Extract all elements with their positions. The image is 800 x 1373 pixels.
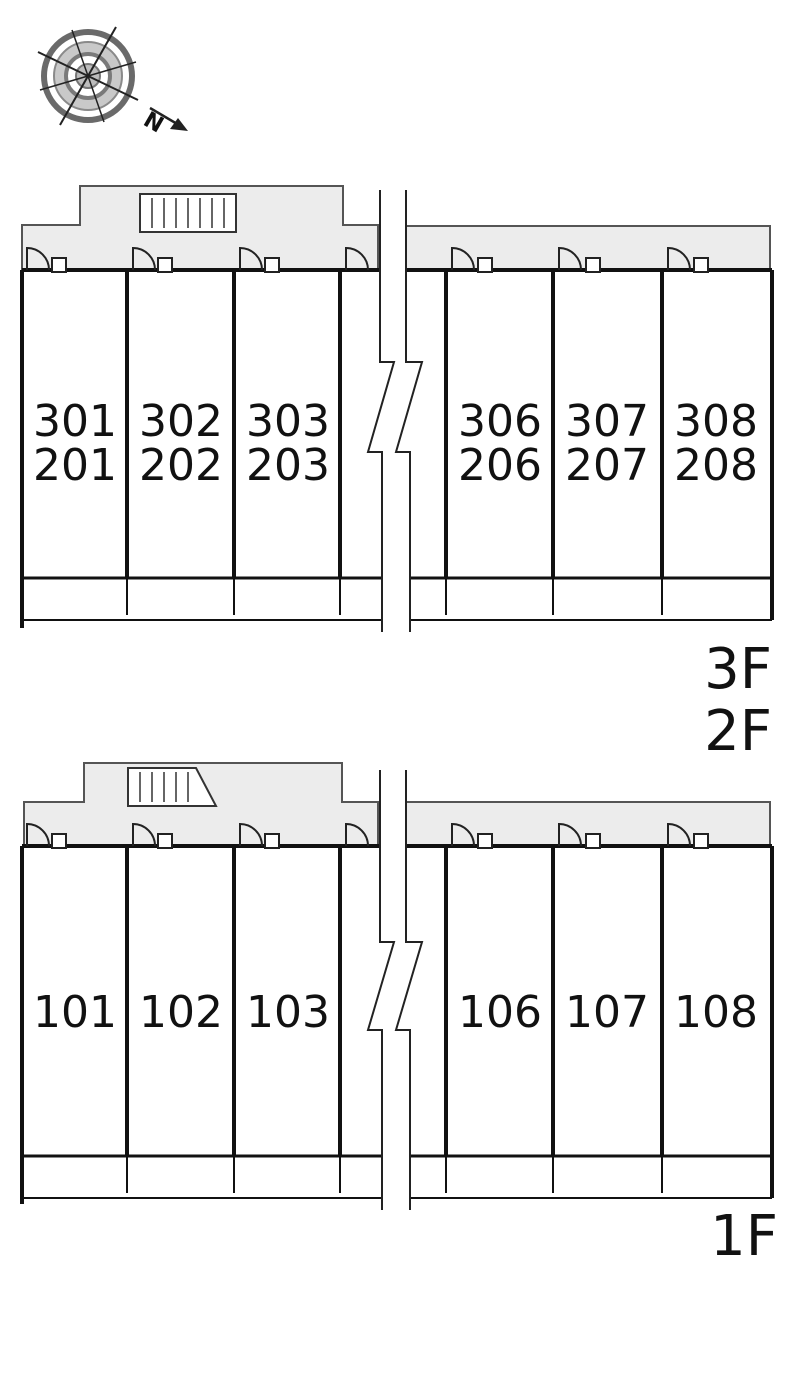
compass-icon: N — [37, 26, 188, 139]
lower-staircase — [127, 767, 218, 807]
unit-cell: 302 202 — [139, 396, 223, 491]
unit-cell: 303 203 — [246, 396, 330, 491]
door-icon — [667, 822, 709, 849]
unit-cell: 308 208 — [674, 396, 758, 491]
break-symbol — [366, 190, 424, 632]
unit-number: 206 — [458, 440, 542, 491]
unit-number: 103 — [246, 987, 330, 1038]
door-icon — [132, 246, 173, 273]
door-icon — [26, 246, 67, 273]
unit-number: 307 — [565, 396, 649, 447]
unit-number: 207 — [565, 440, 649, 491]
upper-staircase — [139, 193, 237, 233]
floor-label: 3F — [704, 637, 772, 702]
unit-number: 301 — [33, 396, 117, 447]
north-letter: N — [139, 108, 167, 139]
door-icon — [558, 246, 601, 273]
unit-number: 106 — [458, 987, 542, 1038]
lower-floor-plan: 101 102 103 106 107 108 1F — [20, 762, 778, 1269]
door-icon — [558, 822, 601, 849]
unit-number: 101 — [33, 987, 117, 1038]
unit-number: 203 — [246, 440, 330, 491]
floor-label: 2F — [704, 699, 772, 764]
unit-number: 303 — [246, 396, 330, 447]
floor-label: 1F — [710, 1204, 778, 1269]
unit-number: 108 — [674, 987, 758, 1038]
break-symbol — [366, 770, 424, 1210]
unit-cell: 301 201 — [33, 396, 117, 491]
unit-cell: 306 206 — [458, 396, 542, 491]
upper-floor-plan: 301 201 302 202 303 203 306 206 307 207 … — [20, 185, 774, 764]
unit-number: 102 — [139, 987, 223, 1038]
unit-number: 308 — [674, 396, 758, 447]
door-icon — [26, 822, 67, 849]
door-icon — [345, 822, 369, 847]
door-icon — [239, 822, 280, 849]
door-icon — [451, 822, 493, 849]
unit-number: 107 — [565, 987, 649, 1038]
door-icon — [451, 246, 493, 273]
door-icon — [667, 246, 709, 273]
door-icon — [132, 822, 173, 849]
unit-cell: 307 207 — [565, 396, 649, 491]
unit-number: 208 — [674, 440, 758, 491]
door-icon — [345, 246, 369, 271]
unit-number: 202 — [139, 440, 223, 491]
door-icon — [239, 246, 280, 273]
unit-number: 201 — [33, 440, 117, 491]
unit-number: 306 — [458, 396, 542, 447]
unit-number: 302 — [139, 396, 223, 447]
